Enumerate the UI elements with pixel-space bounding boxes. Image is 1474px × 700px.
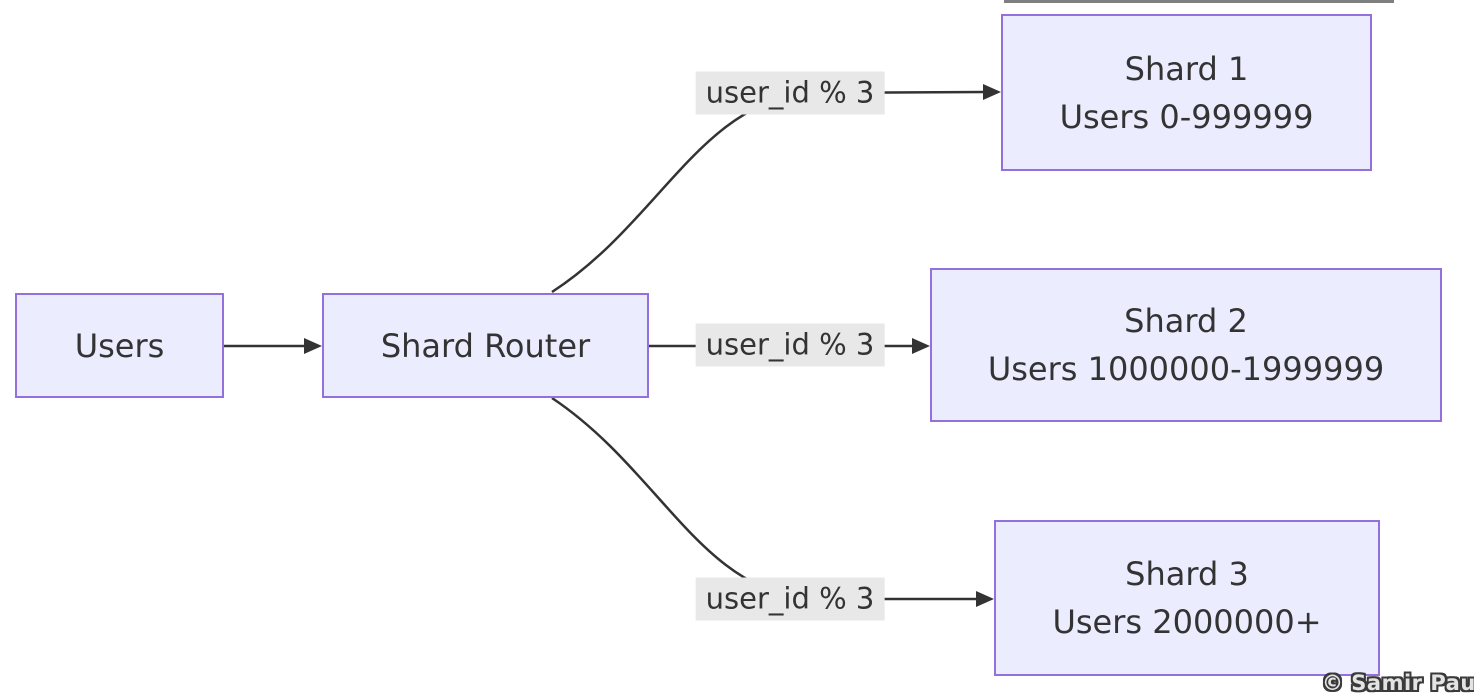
node-shard2-title: Shard 2 — [1124, 302, 1248, 340]
arrowhead-router — [304, 338, 322, 354]
edge-router-to-shard3 — [551, 396, 978, 601]
watermark: © Samir Paul — [1322, 671, 1474, 695]
arrowhead-shard2 — [912, 338, 930, 354]
node-shard1-title: Shard 1 — [1124, 49, 1249, 88]
node-shard3: Shard 3 Users 2000000+ — [994, 520, 1380, 676]
node-shard1-range: Users 0-999999 — [1059, 97, 1314, 136]
node-shard3-title: Shard 3 — [1125, 555, 1249, 593]
node-shard-router: Shard Router — [322, 293, 649, 398]
node-shard3-range: Users 2000000+ — [1052, 603, 1322, 641]
node-shard-router-label: Shard Router — [380, 326, 591, 365]
arrowhead-shard1 — [983, 84, 1001, 100]
edge-label-to-shard3: user_id % 3 — [695, 577, 885, 621]
edge-label-to-shard2: user_id % 3 — [695, 323, 885, 367]
node-users: Users — [15, 293, 224, 398]
node-shard2: Shard 2 Users 1000000-1999999 — [930, 268, 1442, 422]
cropped-top-line — [1004, 0, 1394, 3]
node-users-label: Users — [74, 326, 165, 365]
arrowhead-shard3 — [976, 591, 994, 607]
edge-label-to-shard1: user_id % 3 — [695, 71, 885, 115]
node-shard2-range: Users 1000000-1999999 — [987, 350, 1385, 388]
edge-router-to-shard1 — [551, 90, 986, 294]
node-shard1: Shard 1 Users 0-999999 — [1001, 14, 1372, 171]
